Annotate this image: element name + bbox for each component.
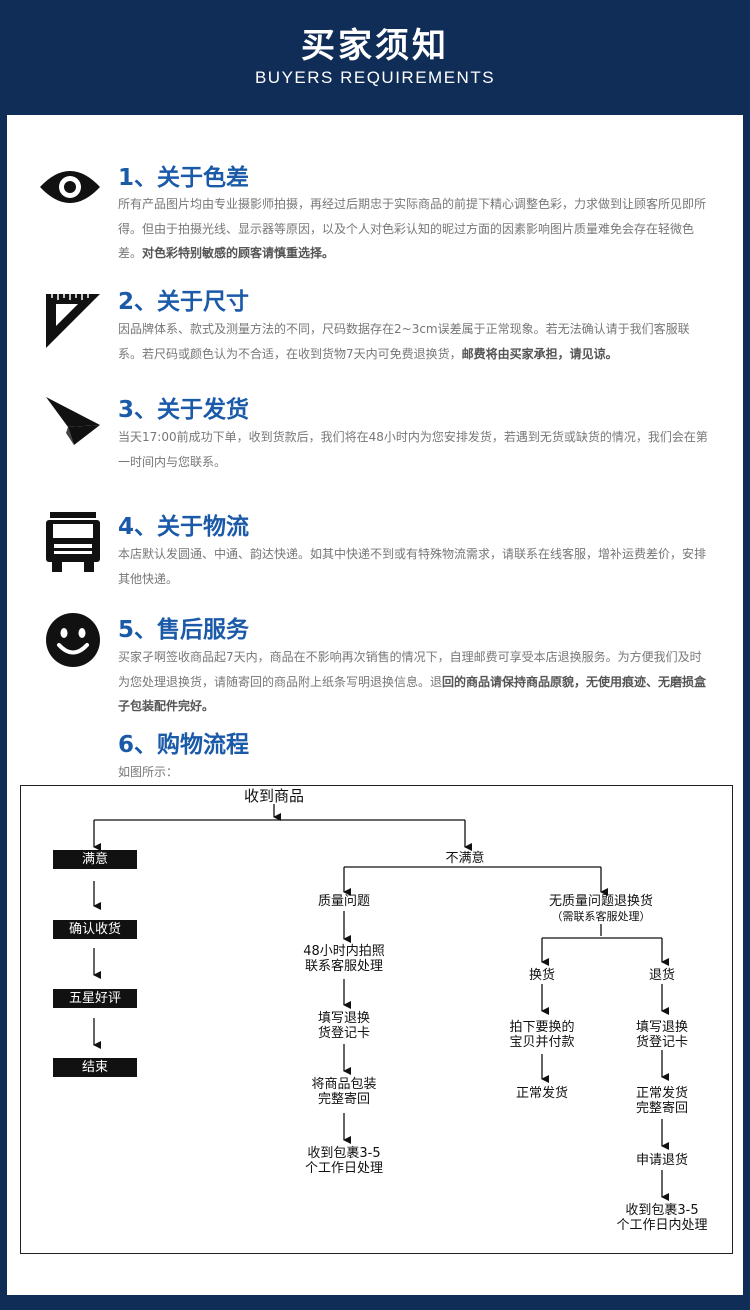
flow-exchange-step-1: 拍下要换的宝贝并付款 (509, 1020, 575, 1050)
flow-satisfied: 满意 (53, 850, 137, 869)
flow-unsatisfied: 不满意 (445, 851, 485, 866)
section-title-logistics: 4、关于物流 (118, 514, 250, 540)
flow-return-step-2: 正常发货完整寄回 (635, 1086, 688, 1116)
flow-five-star: 五星好评 (53, 989, 137, 1008)
flow-no-quality-issue: 无质量问题退换货 (548, 894, 653, 909)
flow-root: 收到商品 (243, 787, 304, 805)
flow-return-step-3: 申请退货 (635, 1153, 688, 1168)
section-body-process: 如图所示： (118, 765, 179, 779)
paper-plane-icon (46, 397, 100, 445)
section-title-aftersales: 5、售后服务 (118, 617, 250, 643)
flow-contact-note: （需联系客服处理） (551, 910, 651, 923)
section-title-size: 2、关于尺寸 (118, 289, 250, 315)
ruler-triangle-icon (46, 294, 100, 348)
page-title: 买家须知 (301, 26, 449, 66)
page-subtitle: BUYERS REQUIREMENTS (254, 68, 496, 87)
section-title-process: 6、购物流程 (118, 732, 250, 758)
footer-band (0, 1295, 750, 1310)
flow-exchange: 换货 (528, 968, 555, 983)
flow-quality-issue: 质量问题 (317, 894, 370, 909)
eye-icon (40, 171, 100, 203)
flow-end: 结束 (53, 1058, 137, 1077)
section-body-aftersales: 买家孑啊签收商品起7天内，商品在不影响再次销售的情况下，自理邮费可享受本店退换服… (118, 650, 707, 713)
flow-return: 退货 (648, 968, 675, 983)
section-body-color: 所有产品图片均由专业摄影师拍摄，再经过后期忠于实际商品的前提下精心调整色彩，力求… (118, 197, 707, 260)
flowchart-connectors (93, 804, 669, 1201)
truck-icon (46, 512, 100, 572)
section-title-color: 1、关于色差 (118, 165, 250, 191)
section-body-size: 因品牌体系、款式及测量方法的不同，尺码数据存在2~3cm误差属于正常现象。若无法… (118, 322, 690, 361)
flow-return-step-1: 填写退换货登记卡 (635, 1020, 688, 1050)
section-body-logistics: 本店默认发圆通、中通、韵达快递。如其中快递不到或有特殊物流需求，请联系在线客服，… (118, 547, 707, 586)
flow-quality-step-1: 48小时内拍照联系客服处理 (303, 944, 385, 974)
flow-confirm-receipt: 确认收货 (53, 920, 137, 939)
section-body-shipping: 当天17:00前成功下单，收到货款后，我们将在48小时内为您安排发货，若遇到无货… (118, 430, 708, 469)
section-title-shipping: 3、关于发货 (118, 397, 250, 423)
flow-quality-step-2: 填写退换货登记卡 (317, 1011, 370, 1041)
header-banner: 买家须知 BUYERS REQUIREMENTS (0, 0, 750, 115)
flow-quality-step-3: 将商品包装完整寄回 (311, 1077, 377, 1107)
flow-exchange-step-2: 正常发货 (515, 1086, 568, 1101)
smiley-icon (46, 613, 100, 667)
shopping-flowchart: 收到商品 满意 确认收货 五星好评 结束 不满意 质量问题 48小时内拍照联系客… (20, 785, 733, 1254)
